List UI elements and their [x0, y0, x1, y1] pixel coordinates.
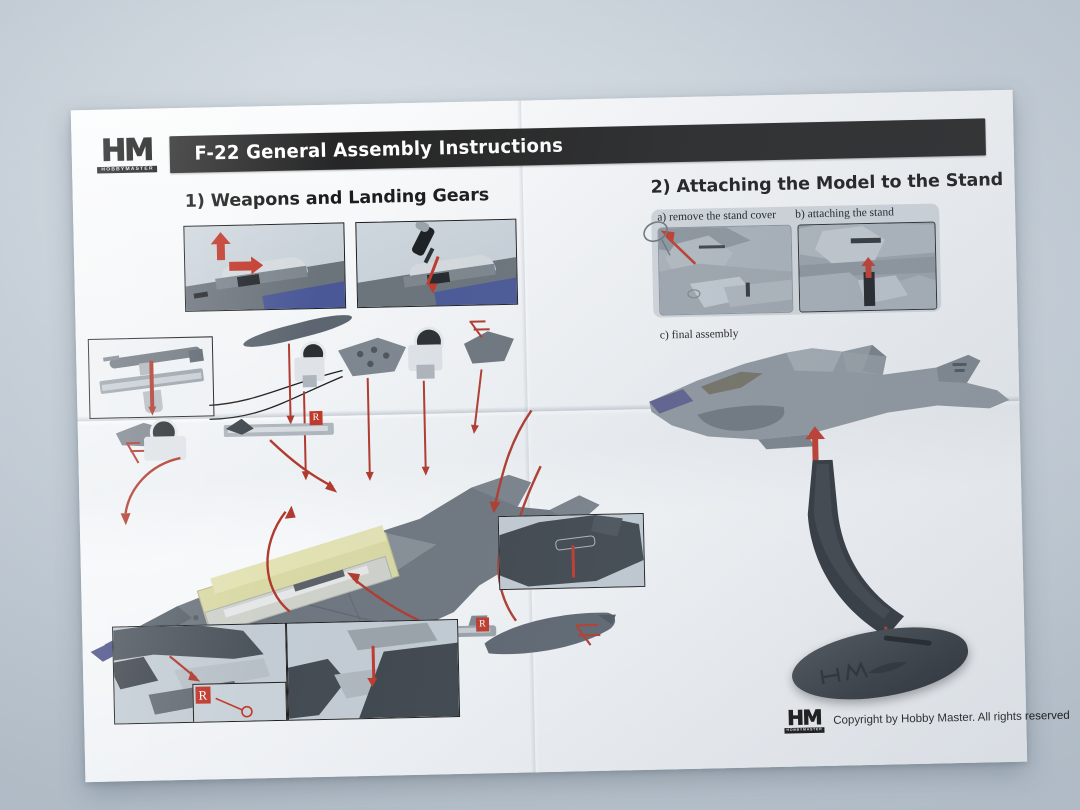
photo-underside-detail [497, 512, 646, 591]
photo-canopy-remove [183, 222, 347, 312]
final-assembly-illustration [636, 338, 1023, 711]
mount-arrow-head [804, 425, 826, 440]
section-heading-weapons: 1) Weapons and Landing Gears [184, 185, 490, 212]
stand-step-b-label: b) attaching the stand [795, 206, 895, 221]
sheet-header: HM HOBBYMASTER F-22 General Assembly Ins… [95, 112, 986, 179]
leader-arrow-gear [120, 456, 181, 526]
instruction-sheet: HM HOBBYMASTER F-22 General Assembly Ins… [70, 89, 1070, 783]
base-slot [883, 635, 932, 646]
title-bar: F-22 General Assembly Instructions [169, 117, 986, 173]
leader-arrow-right-upper [489, 409, 533, 514]
retract-badge: R [195, 686, 211, 704]
document-title: F-22 General Assembly Instructions [194, 134, 564, 165]
stand-base [786, 616, 974, 711]
logo-monogram: HM [100, 132, 153, 169]
copyright-text: Copyright by Hobby Master. All rights re… [833, 709, 1070, 727]
stand-cover-pull-arrow [660, 230, 697, 265]
marker-badge-rail: R [309, 410, 323, 426]
leader-arrow-rail [269, 439, 338, 493]
stand-arm [807, 459, 905, 637]
photo-gear-detail-left: R [112, 622, 289, 725]
zigzag-marker-a [469, 320, 490, 339]
inset-retract-marker: R [192, 681, 288, 724]
stand-step-c-label: c) final assembly [659, 327, 739, 342]
photo-remove-stand-cover [657, 224, 794, 316]
photo-attaching-stand [797, 221, 938, 313]
footer-logo-monogram: HM [787, 705, 822, 730]
stand-cover-loop [643, 221, 671, 256]
photo-canopy-attach [355, 218, 519, 309]
part-external-tank [480, 608, 621, 664]
section-heading-stand: 2) Attaching the Model to the Stand [650, 170, 1004, 198]
footer-hobbymaster-logo: HM HOBBYMASTER [784, 705, 825, 736]
photo-gear-detail-right [286, 619, 461, 721]
part-bay-door [334, 335, 411, 384]
zigzag-marker-b [126, 441, 145, 464]
zigzag-marker-d [575, 623, 601, 646]
base-embossed-logo [820, 660, 908, 685]
footer-logo-wordmark: HOBBYMASTER [784, 727, 825, 734]
hobbymaster-logo: HM HOBBYMASTER [95, 132, 158, 177]
logo-wordmark: HOBBYMASTER [97, 165, 157, 174]
leader-arrow-door [266, 505, 296, 613]
part-gear-door-right [462, 327, 519, 373]
f22-model-on-stand [649, 344, 1010, 450]
sheet-footer: HM HOBBYMASTER Copyright by Hobby Master… [784, 701, 1070, 736]
